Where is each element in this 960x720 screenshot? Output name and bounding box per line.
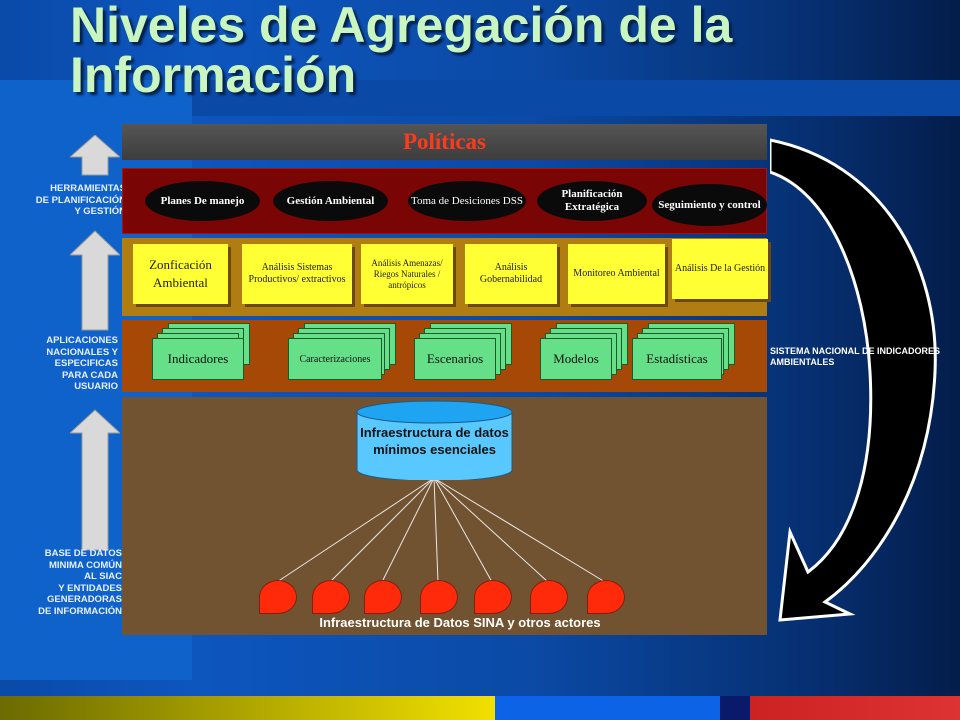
bottom-strip-yellow <box>0 696 495 720</box>
page-title: Niveles de Agregación de la Información <box>70 0 733 103</box>
curved-arrow-icon <box>770 138 937 622</box>
up-arrow-icon-top <box>70 135 120 176</box>
note-analisis-sistemas: Análisis Sistemas Productivos/ extractiv… <box>242 244 352 304</box>
actor-drop-icon-6 <box>530 580 568 614</box>
sheet-label-caracterizaciones: Caracterizaciones <box>288 338 382 380</box>
actor-drop-icon-3 <box>364 580 402 614</box>
background-panel-top <box>192 80 960 116</box>
ellipse-planes-manejo: Planes De manejo <box>145 181 260 221</box>
label-base-datos: BASE DE DATOS MINIMA COMÚN AL SIAC Y ENT… <box>38 548 122 617</box>
sheet-label-escenarios: Escenarios <box>414 338 496 380</box>
sheet-label-indicadores: Indicadores <box>152 338 244 380</box>
politicas-layer: Políticas <box>122 124 767 160</box>
note-analisis-amenazas: Análisis Amenazas/ Riegos Naturales / an… <box>361 244 453 304</box>
ellipse-toma-decisiones: Toma de Desiciones DSS <box>408 181 526 221</box>
label-herramientas: HERRAMIENTAS DE PLANIFICACIÓN Y GESTIÓN <box>35 183 126 217</box>
sheet-label-modelos: Modelos <box>540 338 612 380</box>
note-analisis-gestion: Análisis De la Gestión <box>672 239 768 299</box>
ellipse-gestion-ambiental: Gestión Ambiental <box>273 181 388 221</box>
infraestructura-label: Infraestructura de datos mínimos esencia… <box>360 425 509 457</box>
label-sistema-nacional: SISTEMA NACIONAL DE INDICADORES AMBIENTA… <box>770 346 941 367</box>
actor-drop-icon-1 <box>259 580 297 614</box>
note-zonificacion: Zonficación Ambiental <box>133 244 228 304</box>
label-aplicaciones: APLICACIONES NACIONALES Y ESPECIFICAS PA… <box>46 335 118 392</box>
note-gobernabilidad: Análisis Gobernabilidad <box>465 244 557 304</box>
bottom-strip-blue <box>495 696 720 720</box>
up-arrow-icon-middle <box>70 230 120 331</box>
bottom-strip-red <box>750 696 960 720</box>
database-cylinder-icon <box>356 400 513 480</box>
actor-drop-icon-4 <box>420 580 458 614</box>
ellipse-planificacion: Planificación Extratégica <box>537 181 647 221</box>
up-arrow-icon-bottom <box>70 409 120 551</box>
actor-drop-icon-5 <box>474 580 512 614</box>
actor-drop-icon-2 <box>312 580 350 614</box>
sheet-label-estadisticas: Estadísticas <box>632 338 722 380</box>
bottom-strip-dark <box>720 696 750 720</box>
ellipse-seguimiento: Seguimiento y control <box>652 184 767 226</box>
note-monitoreo: Monitoreo Ambiental <box>568 244 665 304</box>
actor-drop-icon-7 <box>587 580 625 614</box>
infraestructura-sina-label: Infraestructura de Datos SINA y otros ac… <box>319 615 601 630</box>
up-arrows <box>70 135 120 551</box>
